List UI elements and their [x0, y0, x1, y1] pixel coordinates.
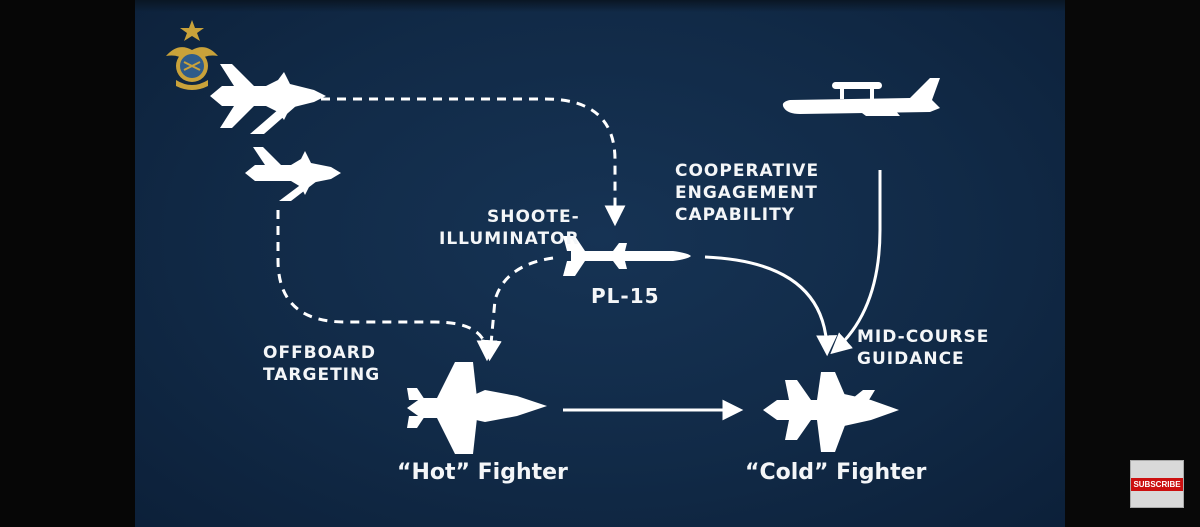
engagement-diagram: [210, 64, 940, 454]
mid-course-guidance-label: MID-COURSE GUIDANCE: [857, 327, 990, 369]
dashed-arrow-second-jet-to-hot-fighter: [276, 210, 498, 362]
fighter-jet-icon: [763, 372, 899, 452]
air-force-emblem-icon: [166, 20, 218, 90]
awacs-aircraft-icon: [782, 78, 940, 116]
dashed-arrow-top-jet-to-missile: [305, 97, 626, 227]
solid-arrow-missile-to-cold-fighter: [704, 255, 838, 357]
hot-fighter-label: “Hot” Fighter: [397, 460, 568, 485]
fighter-jet-icon: [210, 64, 326, 134]
fighter-jet-icon: [407, 362, 547, 454]
subscribe-button[interactable]: SUBSCRIBE: [1130, 460, 1184, 508]
dashed-arrow-missile-to-hot-fighter: [480, 256, 554, 362]
fighter-jet-icon: [245, 147, 341, 201]
shooter-illuminator-label: SHOOTE- ILLUMINATOR: [439, 207, 580, 249]
offboard-targeting-label: OFFBOARD TARGETING: [263, 343, 381, 385]
missile-icon: [563, 236, 691, 276]
panel-top-shade: [135, 0, 1065, 12]
cooperative-engagement-label: COOPERATIVE ENGAGEMENT CAPABILITY: [675, 161, 820, 225]
video-side-strip: [1065, 0, 1200, 527]
cold-fighter-label: “Cold” Fighter: [745, 460, 927, 485]
diagram-panel: SHOOTE- ILLUMINATOR COOPERATIVE ENGAGEME…: [135, 0, 1065, 527]
subscribe-label: SUBSCRIBE: [1131, 477, 1183, 491]
missile-label: PL-15: [591, 284, 660, 308]
solid-arrow-awacs-to-cold-fighter: [830, 170, 882, 355]
